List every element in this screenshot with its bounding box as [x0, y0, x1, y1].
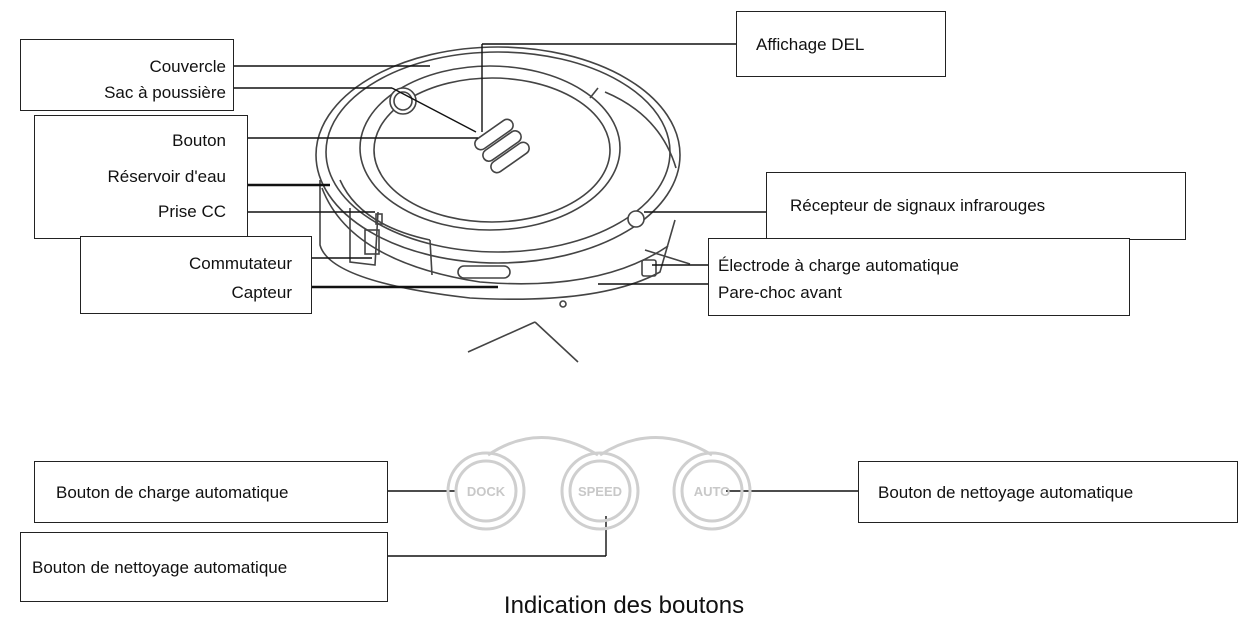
label-couvercle: Couvercle — [149, 57, 226, 76]
label-affichage-del: Affichage DEL — [756, 35, 865, 54]
label-reservoir-eau: Réservoir d'eau — [107, 167, 226, 186]
button-panel-illustration — [446, 436, 752, 531]
robot-illustration — [315, 46, 691, 363]
right-lower-label-box — [708, 238, 1130, 316]
leader-lines — [234, 43, 858, 557]
left-upper-label-box — [20, 39, 234, 111]
dock-button-text: DOCK — [466, 484, 506, 499]
ir-receiver-label-box — [766, 172, 1186, 240]
auto-button-text: AUTO — [693, 484, 731, 499]
label-bouton-nettoyage-auto-left: Bouton de nettoyage automatique — [32, 558, 288, 577]
label-capteur: Capteur — [231, 283, 292, 302]
led-display-label-box — [736, 11, 946, 77]
auto-desc-box — [858, 461, 1238, 523]
left-lower-label-box — [80, 236, 312, 314]
label-commutateur: Commutateur — [189, 254, 292, 273]
speed-button-text: SPEED — [577, 484, 623, 499]
label-pare-choc: Pare-choc avant — [718, 283, 842, 302]
label-bouton-charge-automatique: Bouton de charge automatique — [56, 483, 289, 502]
label-sac-a-poussiere: Sac à poussière — [104, 83, 226, 102]
label-bouton-nettoyage-auto-right: Bouton de nettoyage automatique — [878, 483, 1134, 502]
label-bouton: Bouton — [172, 131, 226, 150]
speed-desc-box — [20, 532, 388, 602]
label-prise-cc: Prise CC — [157, 202, 226, 221]
diagram-caption: Indication des boutons — [503, 592, 745, 619]
label-recepteur-infrarouges: Récepteur de signaux infrarouges — [790, 196, 1046, 215]
label-electrode-charge: Électrode à charge automatique — [718, 256, 959, 275]
dock-desc-box — [34, 461, 388, 523]
